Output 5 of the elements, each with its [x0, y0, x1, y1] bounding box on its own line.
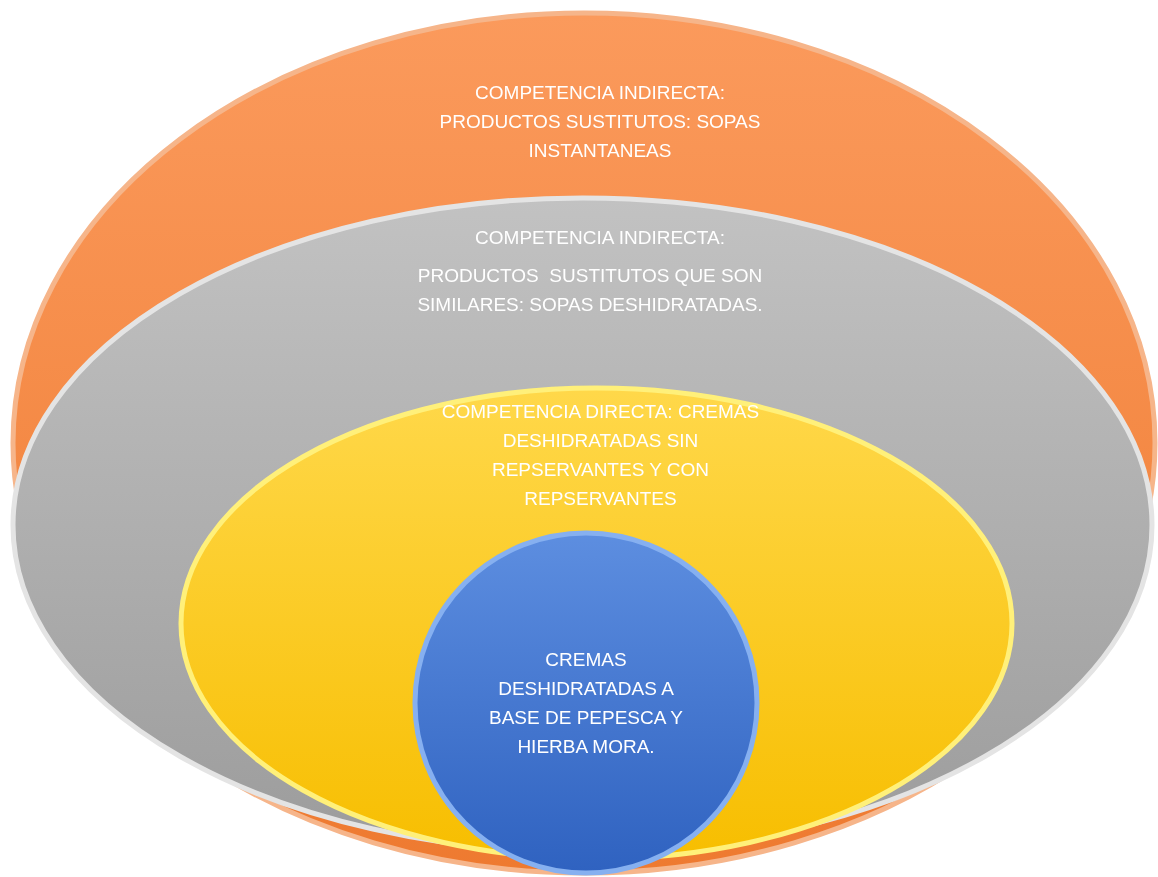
ring-text: COMPETENCIA INDIRECTA: [474, 226, 726, 250]
ring-text: COMPETENCIA INDIRECTA: PRODUCTOS SUSTITUTOS: SOPAS INSTANTANEAS [438, 81, 762, 163]
ring-text: COMPETENCIA DIRECTA: CREMAS DESHIDRATADAS SIN REPSERVANTES Y CON REPSERVANTES [440, 400, 761, 511]
ring-text: PRODUCTOS SUSTITUTOS QUE SON SIMILARES: SOPAS DESHIDRATADAS. [416, 264, 764, 317]
ring-text: CREMAS DESHIDRATADAS A BASE DE PEPESCA Y HIERBA MORA. [488, 648, 684, 759]
